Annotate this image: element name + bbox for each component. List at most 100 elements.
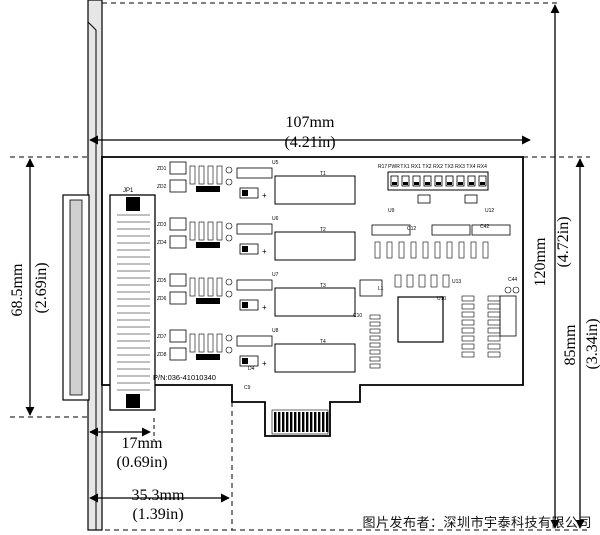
finger-pad <box>322 412 325 432</box>
mounting-bracket <box>62 0 103 531</box>
led-indicator <box>390 175 399 187</box>
capacitor <box>487 335 501 342</box>
capacitor <box>369 349 381 355</box>
resistor <box>374 241 381 259</box>
connector-offset-mm: 17mm <box>122 435 163 452</box>
svg-text:U10: U10 <box>437 296 446 302</box>
svg-text:C12: C12 <box>407 226 416 232</box>
led-label: PWR <box>388 164 400 170</box>
board-height-in: (3.34in) <box>584 318 600 369</box>
serial-channels: ZD1ZD2U5T1+ZD3ZD4U6T2+ZD5ZD6U7T3+ZD7ZD8U… <box>157 160 356 373</box>
capacitor <box>461 327 475 334</box>
u-label: U7 <box>272 272 279 278</box>
finger-pad <box>274 412 277 432</box>
bracket-height-mm: 120mm <box>532 237 549 286</box>
svg-text:L1: L1 <box>378 286 384 292</box>
capacitor <box>461 319 475 326</box>
svg-text:U12: U12 <box>485 208 494 214</box>
led-label: TX3 <box>444 164 453 170</box>
finger-pad <box>278 412 281 432</box>
capacitor <box>487 343 501 350</box>
svg-text:D4: D4 <box>248 366 255 372</box>
led-label: RX3 <box>455 164 465 170</box>
resistor <box>482 241 489 259</box>
svg-text:U13: U13 <box>452 279 461 285</box>
connector-offset-in: (0.69in) <box>116 454 167 471</box>
led-indicator <box>434 175 443 187</box>
resistor <box>458 241 465 259</box>
image-credit: 图片发布者：深圳市宇泰科技有限公司 <box>362 516 592 531</box>
zd-label: ZD1 <box>157 166 167 172</box>
svg-text:+: + <box>262 247 267 256</box>
capacitor <box>461 343 475 350</box>
finger-pad <box>290 412 293 432</box>
zd-label: ZD8 <box>157 352 167 358</box>
finger-pad <box>326 412 329 432</box>
svg-text:U9: U9 <box>388 208 395 214</box>
capacitor <box>461 351 475 358</box>
capacitor <box>369 363 381 369</box>
transformer-label: T1 <box>320 171 326 177</box>
jumper-label: JP1 <box>123 188 134 194</box>
led-label: RX4 <box>477 164 487 170</box>
finger-pad <box>294 412 297 432</box>
finger-pad <box>310 412 313 432</box>
svg-text:C10: C10 <box>353 313 362 319</box>
board-width-mm: 107mm <box>286 114 335 131</box>
zd-label: ZD4 <box>157 240 167 246</box>
led-indicator <box>445 175 454 187</box>
connector-height-mm: 68.5mm <box>9 263 26 316</box>
transformer-label: T3 <box>320 283 326 289</box>
capacitor <box>369 328 381 334</box>
led-indicator <box>401 175 410 187</box>
zd-label: ZD6 <box>157 296 167 302</box>
board-height-mm: 85mm <box>562 324 579 365</box>
finger-pad <box>298 412 301 432</box>
finger-pad <box>282 412 285 432</box>
finger-pad <box>314 412 317 432</box>
svg-text:+: + <box>262 359 267 368</box>
finger-pad <box>306 412 309 432</box>
resistor <box>470 241 477 259</box>
capacitor <box>369 335 381 341</box>
connector-height-in: (2.69in) <box>33 262 50 313</box>
capacitor <box>369 342 381 348</box>
led-label: TX1 <box>400 164 409 170</box>
led-indicator <box>467 175 476 187</box>
svg-text:C44: C44 <box>508 277 517 283</box>
resistor <box>398 241 405 259</box>
capacitor <box>461 335 475 342</box>
resistor <box>386 241 393 259</box>
transformer-label: T4 <box>320 339 326 345</box>
dim-connector-offset: 17mm (0.69in) <box>89 418 168 471</box>
pcb-board <box>101 156 524 437</box>
led-label: RX2 <box>433 164 443 170</box>
u-label: U8 <box>272 328 279 334</box>
dim-finger-offset: 35.3mm (1.39in) <box>89 487 230 523</box>
finger-pad <box>302 412 305 432</box>
zd-label: ZD5 <box>157 278 167 284</box>
capacitor <box>369 314 381 320</box>
transformer-label: T2 <box>320 227 326 233</box>
dim-board-height: 85mm (3.34in) <box>562 158 600 529</box>
finger-pad <box>286 412 289 432</box>
capacitor <box>461 311 475 318</box>
led-indicator <box>478 175 487 187</box>
bracket-height-in: (4.72in) <box>555 216 572 267</box>
dim-board-width: 107mm (4.21in) <box>89 114 531 151</box>
dim-connector-height: 68.5mm (2.69in) <box>9 158 50 416</box>
svg-text:+: + <box>262 303 267 312</box>
resistor <box>422 241 429 259</box>
u-label: U5 <box>272 160 279 166</box>
zd-label: ZD2 <box>157 184 167 190</box>
capacitor <box>461 295 475 302</box>
capacitor <box>487 351 501 358</box>
led-indicator <box>423 175 432 187</box>
capacitor <box>369 321 381 327</box>
led-label: TX4 <box>466 164 475 170</box>
capacitor <box>461 303 475 310</box>
